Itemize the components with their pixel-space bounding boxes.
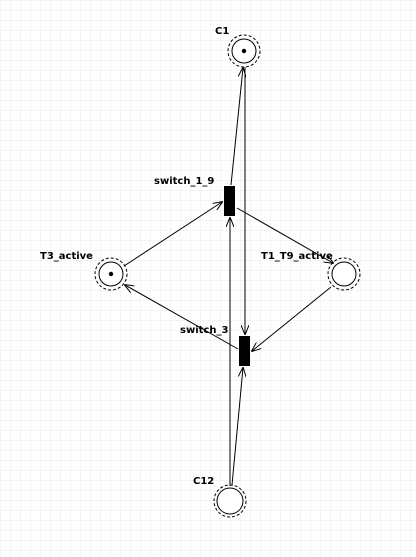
arc-switch-3-to-t3-active[interactable] [125, 285, 239, 350]
token-dot [241, 48, 247, 54]
place-C1[interactable]: C1 [215, 26, 261, 68]
place-label-C12: C12 [193, 476, 214, 487]
transition-label-switch-1-9: switch_1_9 [154, 176, 214, 187]
arc-switch-1-9-to-c1[interactable] [230, 68, 243, 186]
place-C12[interactable]: C12 [193, 476, 247, 518]
place-T3-active[interactable]: T3_active [40, 251, 128, 291]
token-dot [108, 271, 114, 277]
place-T1-T9-active[interactable]: T1_T9_active [261, 251, 361, 291]
transition-label-switch-3: switch_3 [180, 325, 228, 336]
arc-switch-1-9-to-t1-t9-active[interactable] [236, 207, 333, 263]
place-label-C1: C1 [215, 26, 229, 37]
arc-c12-to-switch-3[interactable] [231, 368, 243, 486]
transition-switch-1-9[interactable]: switch_1_9 [154, 176, 235, 216]
arc-t3-active-to-switch-1-9[interactable] [123, 202, 222, 267]
place-label-T3-active: T3_active [40, 251, 93, 262]
place-label-T1-T9-active: T1_T9_active [261, 251, 333, 262]
arcs-layer [124, 67, 333, 486]
transition-switch-3[interactable]: switch_3 [180, 325, 250, 366]
arc-t1-t9-active-to-switch-3[interactable] [252, 286, 332, 351]
